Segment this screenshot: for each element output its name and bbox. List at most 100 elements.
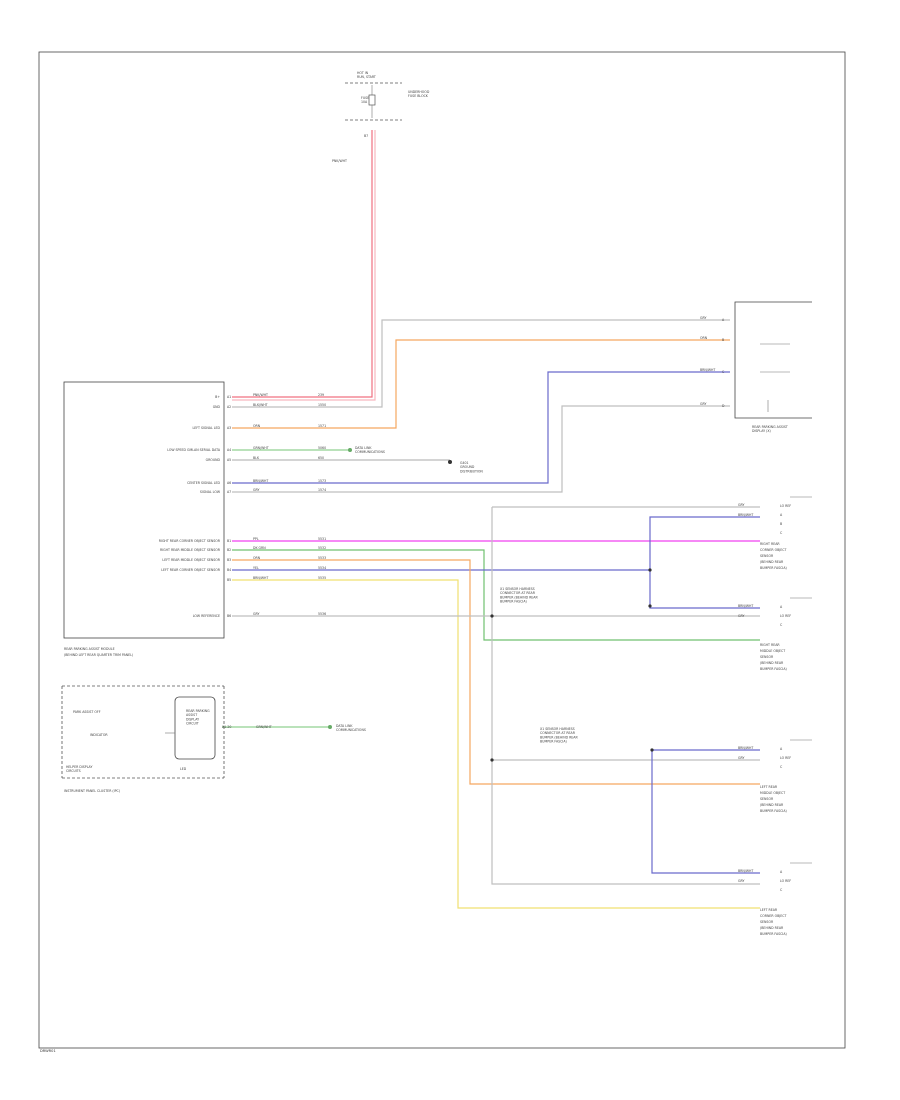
data-link-marker — [348, 448, 352, 452]
sensor-name: MIDDLE OBJECT — [760, 649, 785, 653]
module-pin-number: B5 — [227, 578, 231, 582]
module-pin-label: CENTER SIGNAL LED — [187, 481, 220, 485]
module-pin-number: A5 — [227, 458, 231, 462]
sensor-name: SENSOR — [760, 920, 774, 924]
sensor-name: LEFT REAR — [760, 908, 778, 912]
fuse-terminal: B7 — [364, 134, 368, 138]
sensor-pin: A — [780, 870, 783, 874]
module-pin-label: LOW REFERENCE — [193, 614, 220, 618]
wire-signal-lc — [651, 750, 760, 874]
sensor-name: BUMPER FASCIA) — [760, 566, 787, 570]
module-pin-circuit: 5533 — [318, 556, 326, 560]
module-pin-number: B1 — [227, 539, 231, 543]
module-pin-label: RIGHT REAR MIDDLE OBJECT SENSOR — [160, 548, 221, 552]
splice-loref-1 — [490, 614, 494, 618]
sensor-pin: LO REF — [780, 756, 791, 760]
sensor-pin: C — [780, 531, 783, 535]
wire-rear-display-d — [232, 405, 730, 493]
module-pin-color: PPL — [253, 537, 259, 541]
sensor-name: (BEHIND REAR — [760, 560, 784, 564]
cluster-pin: X1-20 — [222, 725, 231, 729]
module-pin-number: B6 — [227, 614, 231, 618]
module-pin-label: GROUND — [206, 458, 221, 462]
sensors: GRY BRN/WHT LO REF A B C RIGHT REAR CORNER OBJE… — [738, 496, 812, 936]
sensor-name: SENSOR — [760, 797, 774, 801]
module-pin-number: A7 — [227, 490, 231, 494]
module-pin-color: GRN/WHT — [253, 446, 269, 450]
module-pin-circuit: 239 — [318, 393, 324, 397]
feed-wire-color: PNK/WHT — [332, 159, 347, 163]
module-pin-number: A3 — [227, 426, 231, 430]
module-pin-label: SIGNAL LOW — [200, 490, 221, 494]
module-pin-circuit: 5532 — [318, 546, 326, 550]
module-pin-number: A2 — [227, 405, 231, 409]
sensor-name: RIGHT REAR — [760, 643, 780, 647]
display-label-1: PARK ASSIST OFF — [73, 710, 101, 714]
module-pin-circuit: 1571 — [318, 424, 326, 428]
module-pin-color: BRN/WHT — [253, 576, 268, 580]
module-pin-label: LEFT REAR CORNER OBJECT SENSOR — [161, 568, 221, 572]
module-pin-circuit: 5060 — [318, 446, 326, 450]
module-pin-label: GND — [213, 405, 221, 409]
module-pin-circuit: 1573 — [318, 479, 326, 483]
sensor-pin: A — [780, 513, 783, 517]
sensor-pin: C — [780, 888, 783, 892]
sensor-wire-color-1: BRN/WHT — [738, 746, 753, 750]
sensor-pin: B — [780, 522, 782, 526]
sensor-wire-color-1: BRN/WHT — [738, 604, 753, 608]
rear-display-box — [734, 301, 812, 419]
rear-display-pin: D — [722, 404, 725, 408]
module-pin-label: B+ — [215, 395, 220, 399]
sensor-pin: LO REF — [780, 504, 791, 508]
module-pin-label: LEFT SIGNAL LED — [192, 426, 220, 430]
splice-signal-1 — [648, 568, 652, 572]
module-pin-label: LOW SPEED GMLAN SERIAL DATA — [167, 448, 221, 452]
module-pin-color: BRN/WHT — [253, 479, 268, 483]
wire-rr-middle — [232, 549, 760, 641]
sensor-name: BUMPER FASCIA) — [760, 932, 787, 936]
wire-b-plus-2 — [232, 130, 376, 401]
module-pin-number: A1 — [227, 395, 231, 399]
cluster-ref: INSTRUMENT PANEL CLUSTER (IPC) — [64, 789, 120, 793]
sensor-pin: C — [780, 765, 783, 769]
module-pin-color: ORN — [253, 556, 261, 560]
sensor-wire-color-2: GRY — [738, 756, 744, 760]
rear-display-wire-color: GRY — [700, 316, 706, 320]
instrument-cluster: PARK ASSIST OFF INDICATOR LED REAR PARKI… — [61, 685, 272, 793]
wire-rear-display-b — [232, 339, 730, 429]
module-pin-color: DK GRN — [253, 546, 266, 550]
module-pin-color: YEL — [253, 566, 259, 570]
sensor-wire-color-2: GRY — [738, 614, 744, 618]
sensor-name: LEFT REAR — [760, 785, 778, 789]
module-pin-circuit: 5535 — [318, 576, 326, 580]
module-pin-color: BLK/WHT — [253, 403, 268, 407]
sensor-name: CORNER OBJECT — [760, 914, 786, 918]
module-pin-number: B4 — [227, 568, 231, 572]
splice-signal-3 — [650, 748, 654, 752]
module-pin-label: RIGHT REAR CORNER OBJECT SENSOR — [159, 539, 221, 543]
wire-rear-display-c — [232, 371, 730, 484]
sensor-name: SENSOR — [760, 554, 774, 558]
wire-signal-rr — [232, 516, 760, 571]
sensor-name: (BEHIND REAR — [760, 661, 784, 665]
sensor-pin: LO REF — [780, 614, 791, 618]
module-location: (BEHIND LEFT REAR QUARTER TRIM PANEL) — [64, 653, 133, 657]
sensor-name: (BEHIND REAR — [760, 926, 784, 930]
display-box — [174, 696, 216, 760]
module-pin-circuit: 1574 — [318, 488, 326, 492]
sensor-wire-color-2: BRN/WHT — [738, 513, 753, 517]
rear-display-wire-color: ORN — [700, 336, 708, 340]
module-pin-label: LEFT REAR MIDDLE OBJECT SENSOR — [162, 558, 220, 562]
module-pin-circuit: 5534 — [318, 566, 326, 570]
rear-display-pin: C — [722, 370, 725, 374]
